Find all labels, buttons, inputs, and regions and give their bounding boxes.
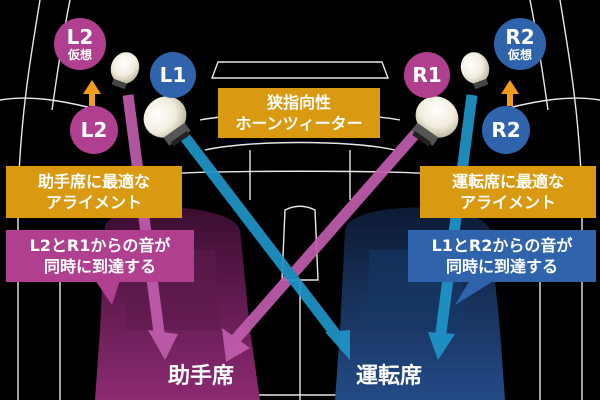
badge-r2: R2 [482, 106, 530, 154]
passenger-callout-pointer [95, 280, 120, 305]
badge-r2-virtual: R2 仮想 [494, 18, 546, 70]
badge-l2-virtual-main: L2 [66, 25, 94, 49]
passenger-alignment-label: 助手席に最適な アライメント [6, 166, 182, 218]
badge-r2-virtual-main: R2 [505, 25, 535, 49]
badge-r2-main: R2 [491, 118, 521, 142]
badge-r1: R1 [404, 52, 450, 98]
driver-alignment-line2: アライメント [459, 193, 556, 212]
badge-l2: L2 [70, 106, 118, 154]
driver-callout-pointer [455, 280, 495, 305]
tweeter-label-line2: ホーンツィーター [235, 114, 363, 133]
tweeter-label-line1: 狭指向性 [266, 93, 331, 112]
driver-arrival-label: L1とR2からの音が 同時に到達する [408, 230, 596, 282]
badge-l1-main: L1 [159, 63, 187, 87]
arrowhead-passenger-left [148, 330, 178, 360]
beam-l1-to-driver [163, 111, 345, 344]
badge-l2-main: L2 [80, 118, 108, 142]
passenger-arrival-line2: 同時に到達する [43, 257, 156, 276]
virtual-shift-arrows [83, 80, 519, 106]
badge-l2-virtual-sub: 仮想 [67, 48, 92, 62]
passenger-seat-label: 助手席 [168, 364, 235, 389]
tweeter-label: 狭指向性 ホーンツィーター [218, 88, 380, 138]
badge-r2-virtual-sub: 仮想 [507, 48, 532, 62]
passenger-alignment-line1: 助手席に最適な [37, 172, 150, 191]
speaker-r2-icon [460, 52, 490, 90]
speaker-l1-icon [143, 96, 191, 147]
arrowhead-driver-right [428, 332, 455, 360]
driver-alignment-label: 運転席に最適な アライメント [420, 166, 596, 218]
passenger-arrival-line1: L2とR1からの音が [29, 236, 171, 255]
speaker-l2-icon [110, 52, 140, 90]
badge-l1: L1 [150, 52, 196, 98]
arrowhead-driver-left [325, 330, 350, 360]
driver-seat-label: 運転席 [356, 364, 423, 389]
passenger-alignment-line2: アライメント [45, 193, 142, 212]
passenger-arrival-label: L2とR1からの音が 同時に到達する [6, 230, 194, 282]
badge-r1-main: R1 [412, 63, 442, 87]
beam-r1-to-passenger [230, 111, 437, 344]
arrowhead-passenger-right [222, 328, 250, 362]
badge-l2-virtual: L2 仮想 [54, 18, 106, 70]
driver-arrival-line2: 同時に到達する [445, 257, 558, 276]
driver-arrival-line1: L1とR2からの音が [431, 236, 573, 255]
speaker-r1-icon [411, 96, 459, 147]
driver-alignment-line1: 運転席に最適な [451, 172, 564, 191]
